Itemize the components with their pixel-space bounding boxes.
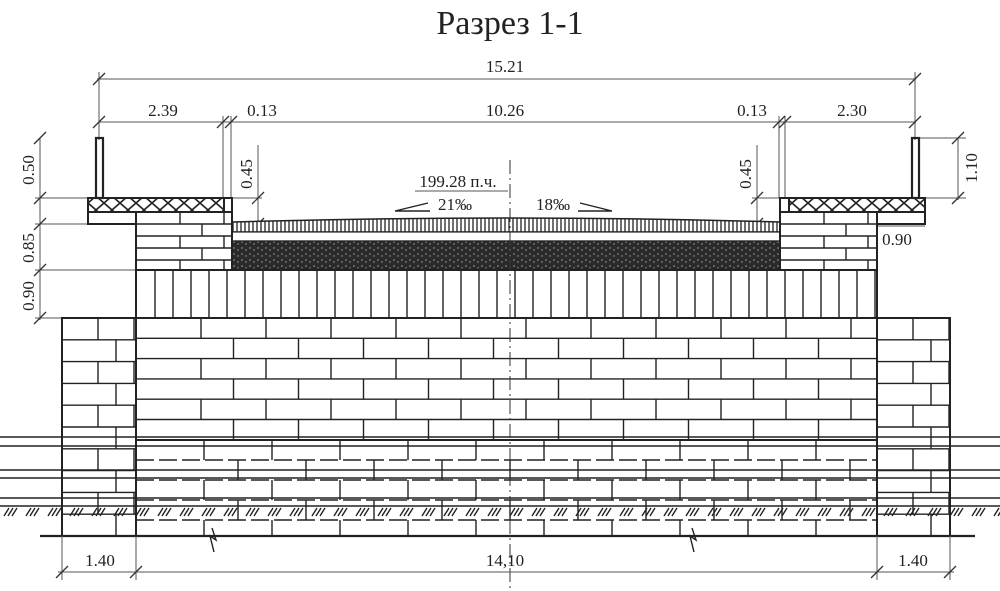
dim-bottom-center: 14,10: [486, 551, 524, 570]
dim-left-sidewalk: 2.39: [148, 101, 178, 120]
slope-right: 18‰: [536, 195, 570, 214]
dim-bottom-left: 1.40: [85, 551, 115, 570]
slope-right-arrow-icon: [578, 202, 613, 212]
right-railing-post: [910, 136, 921, 200]
dim-bottom-right: 1.40: [898, 551, 928, 570]
dim-right-curb: 0.13: [737, 101, 767, 120]
dimension-lines-top: [92, 72, 922, 198]
dimension-lines-left: [33, 131, 966, 325]
dim-total-width: 15.21: [486, 57, 524, 76]
dim-left-layer-2: 0.85: [19, 233, 38, 263]
dim-right-curb-height: 0.45: [736, 159, 755, 189]
dim-left-curb-height: 0.45: [237, 159, 256, 189]
dim-right-railing-height: 1.10: [962, 153, 981, 183]
bridge-structure: [0, 136, 1000, 553]
dim-right-sidewalk: 2.30: [837, 101, 867, 120]
dim-left-curb: 0.13: [247, 101, 277, 120]
dim-right-ledge: 0.90: [882, 230, 912, 249]
section-title: Разрез 1-1: [436, 5, 583, 42]
left-railing-post: [94, 136, 105, 200]
dim-left-railing-height: 0.50: [19, 155, 38, 185]
dimension-lines-bottom: [55, 536, 957, 580]
dim-left-layer-3: 0.90: [19, 281, 38, 311]
dim-roadway: 10.26: [486, 101, 524, 120]
slope-left-arrow-icon: [394, 202, 430, 212]
slope-left: 21‰: [438, 195, 472, 214]
elevation-mark: 199.28 п.ч.: [419, 172, 496, 191]
